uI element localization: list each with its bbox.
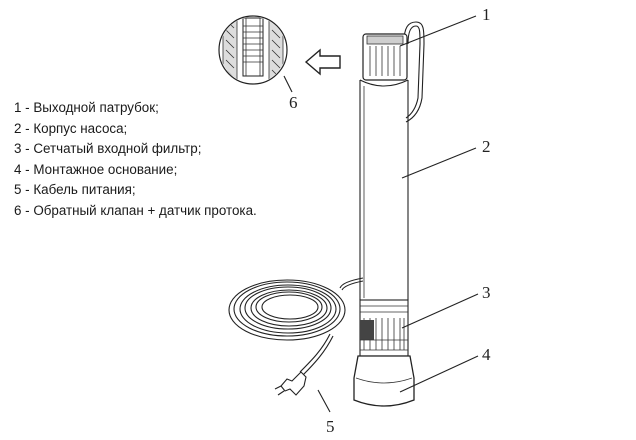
legend-item-inlet-filter: 3 - Сетчатый входной фильтр; bbox=[14, 141, 202, 157]
valve-detail-inset bbox=[218, 15, 288, 85]
arrow-left-icon bbox=[304, 48, 341, 76]
legend-item-pump-housing: 2 - Корпус насоса; bbox=[14, 120, 128, 136]
legend-item-power-cable: 5 - Кабель питания; bbox=[14, 182, 136, 198]
pump-body bbox=[353, 21, 425, 407]
callout-6: 6 bbox=[289, 93, 298, 112]
legend-item-outlet: 1 - Выходной патрубок; bbox=[14, 100, 159, 115]
parts-legend: 1 - Выходной патрубок; 2 - Корпус насоса… bbox=[14, 98, 257, 222]
power-plug-icon bbox=[274, 371, 307, 396]
legend-item-check-valve: 6 - Обратный клапан + датчик протока. bbox=[14, 202, 257, 218]
power-cable-coil bbox=[228, 277, 364, 376]
legend-item-mounting-base: 4 - Монтажное основание; bbox=[14, 161, 178, 177]
callout-3: 3 bbox=[482, 283, 491, 302]
callout-4: 4 bbox=[482, 345, 491, 364]
callout-1: 1 bbox=[482, 5, 491, 24]
leader-lines bbox=[283, 15, 479, 413]
callout-2: 2 bbox=[482, 137, 491, 156]
callout-5: 5 bbox=[326, 417, 335, 436]
